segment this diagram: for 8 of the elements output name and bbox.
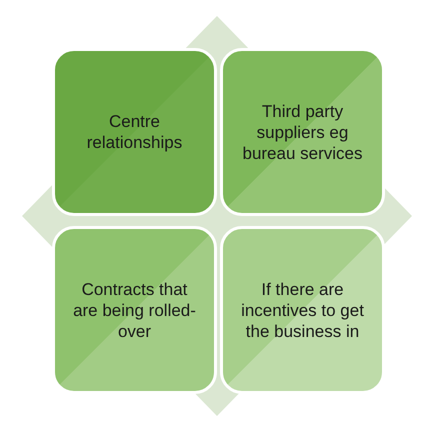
box-text: Contracts that are being rolled-over	[72, 278, 197, 342]
box-text: Third party suppliers eg bureau services	[241, 100, 364, 164]
quadrant-box	[220, 226, 385, 394]
quadrant-box	[220, 48, 385, 216]
box-text: Centre relationships	[86, 111, 184, 153]
quadrant-box	[52, 48, 217, 216]
box-text: If there are incentives to get the business in	[240, 278, 365, 342]
quadrant-box	[52, 226, 217, 394]
